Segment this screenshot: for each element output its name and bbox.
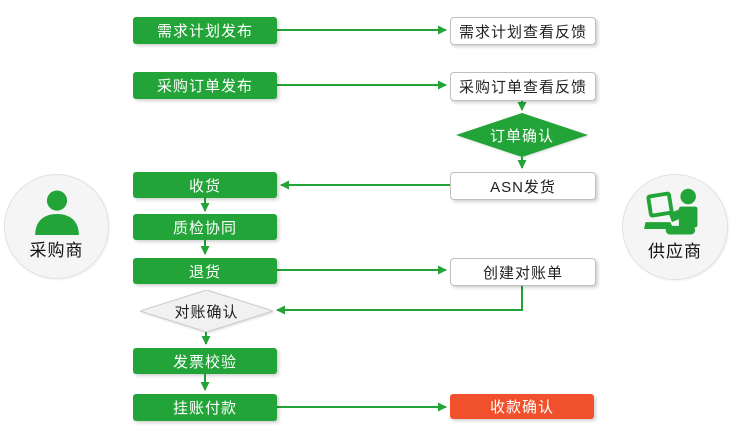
connector-statement-to-confirm bbox=[276, 284, 523, 315]
supplier-label: 供应商 bbox=[648, 242, 702, 261]
node-quality-check: 质检协同 bbox=[133, 214, 277, 240]
supplier-actor: 供应商 bbox=[622, 174, 728, 280]
decision-order-confirm-label: 订单确认 bbox=[489, 127, 554, 145]
node-demand-plan-feedback: 需求计划查看反馈 bbox=[450, 17, 596, 45]
node-demand-plan-publish: 需求计划发布 bbox=[133, 17, 277, 44]
node-pay-on-account: 挂账付款 bbox=[133, 394, 277, 421]
decision-statement-confirm-label: 对账确认 bbox=[174, 303, 239, 321]
node-invoice-check: 发票校验 bbox=[133, 348, 277, 374]
buyer-label: 采购商 bbox=[29, 241, 84, 260]
buyer-actor: 采购商 bbox=[4, 174, 109, 279]
node-asn-ship: ASN发货 bbox=[450, 172, 596, 200]
decision-statement-confirm: 对账确认 bbox=[140, 290, 273, 332]
supplier-laptop-icon bbox=[644, 188, 698, 235]
node-return-goods: 退货 bbox=[133, 258, 277, 284]
node-po-feedback: 采购订单查看反馈 bbox=[450, 72, 596, 101]
node-receive: 收货 bbox=[133, 172, 277, 198]
buyer-person-icon bbox=[34, 190, 79, 235]
node-receipt-confirm: 收款确认 bbox=[450, 394, 594, 419]
node-create-statement: 创建对账单 bbox=[450, 258, 596, 286]
node-po-publish: 采购订单发布 bbox=[133, 72, 277, 99]
decision-order-confirm: 订单确认 bbox=[456, 113, 588, 157]
